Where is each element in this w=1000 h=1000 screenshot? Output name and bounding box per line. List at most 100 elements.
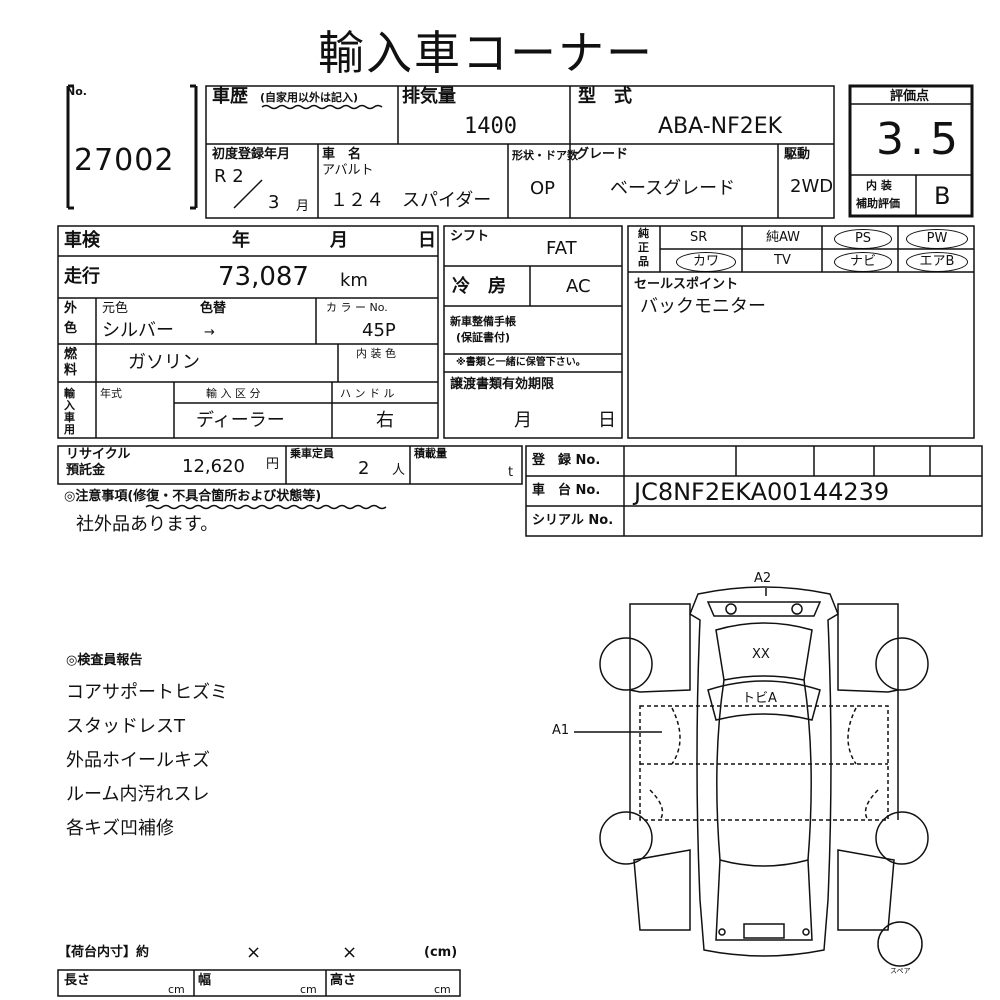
cargo-unit-label: (cm) — [424, 945, 458, 960]
recycle-value: 12,620 — [182, 456, 245, 477]
lot-no-label: No. — [66, 85, 87, 98]
exterior-arrow: → — [204, 325, 215, 340]
shift-label: シフト — [450, 229, 490, 244]
aircon-label: 冷 房 — [452, 276, 506, 297]
interior-label: 内 装 — [866, 179, 892, 192]
cargo-label: 【荷台内寸】約 — [58, 945, 150, 960]
manual-label: 新車整備手帳 — [450, 315, 516, 328]
cargo-height-label: 高さ — [330, 973, 357, 988]
first-reg-month: 3 — [268, 192, 280, 213]
equip-pw-circled: PW — [906, 229, 968, 249]
capacity-value: 2 — [358, 458, 370, 479]
history-label: 車歴 — [212, 86, 248, 107]
first-reg-label: 初度登録年月 — [212, 147, 291, 162]
mileage-label: 走行 — [64, 266, 100, 287]
manual-sub-label: (保証書付) — [456, 331, 511, 344]
color-no-value: 45P — [362, 320, 396, 341]
import-year-label: 年式 — [100, 387, 122, 400]
capacity-unit: 人 — [392, 463, 406, 478]
interior-color-label: 内 装 色 — [356, 347, 396, 360]
diagram-spare-label: スペア — [890, 967, 911, 975]
import-label: 輸入車用 — [64, 387, 75, 436]
chassis-label: 車 台 No. — [532, 483, 601, 498]
cargo-height-unit: cm — [434, 983, 451, 996]
sales-point-value: バックモニター — [640, 296, 766, 317]
diagram-a2-label: A2 — [754, 571, 772, 586]
transfer-day: 日 — [598, 410, 616, 431]
history-note: (自家用以外は記入) — [260, 91, 359, 104]
first-reg-month-unit: 月 — [296, 199, 310, 214]
recycle-label-1: リサイクル — [66, 447, 131, 462]
diagram-xx-label: XX — [752, 647, 770, 662]
shape-value: OP — [530, 178, 556, 199]
cargo-length-unit: cm — [168, 983, 185, 996]
equip-leather-circled: カワ — [676, 252, 736, 272]
transfer-month: 月 — [514, 410, 532, 431]
handle-label: ハ ン ド ル — [340, 387, 395, 400]
model-value: ABA-NF2EK — [658, 114, 783, 139]
equip-tv: TV — [774, 253, 791, 268]
cargo-length-label: 長さ — [64, 973, 91, 988]
shape-label: 形状・ドア数 — [512, 149, 578, 162]
cargo-times-2: × — [342, 942, 358, 963]
equipment-label-3: 品 — [638, 255, 649, 268]
handle-value: 右 — [376, 410, 394, 431]
grade-value: ベースグレード — [610, 178, 736, 199]
inspector-item: スタッドレスT — [66, 716, 185, 737]
capacity-label: 乗車定員 — [290, 447, 334, 460]
inspection-month: 月 — [330, 230, 348, 251]
mileage-unit: km — [340, 270, 368, 291]
inspection-label: 車検 — [64, 230, 100, 251]
inspector-item: コアサポートヒズミ — [66, 682, 228, 703]
import-class-label: 輸 入 区 分 — [206, 387, 261, 400]
equipment-label-2: 正 — [638, 241, 649, 254]
mileage-value: 73,087 — [218, 262, 309, 292]
first-reg-era: R 2 — [214, 166, 244, 187]
equip-alloy-wheel: 純AW — [766, 230, 801, 245]
exterior-repaint-label: 色替 — [200, 301, 227, 316]
inspector-item: ルーム内汚れスレ — [66, 784, 210, 805]
equip-airbag-circled: エアB — [906, 252, 968, 272]
inspection-day: 日 — [418, 230, 436, 251]
fuel-label-2: 料 — [64, 363, 78, 378]
serial-label: シリアル No. — [532, 513, 614, 528]
load-label: 積載量 — [414, 447, 447, 460]
cargo-times-1: × — [246, 942, 262, 963]
diagram-windshield-label: トビA — [742, 691, 777, 706]
diagram-a1-label: A1 — [552, 723, 570, 738]
exterior-orig-label: 元色 — [102, 301, 129, 316]
cargo-width-label: 幅 — [198, 973, 212, 988]
car-diagram — [574, 586, 929, 967]
registration-label: 登 録 No. — [532, 453, 601, 468]
exterior-label-1: 外 — [64, 301, 78, 316]
displacement-value: 1400 — [464, 114, 517, 139]
notes-value: 社外品あります。 — [76, 514, 219, 535]
inspector-item: 各キズ凹補修 — [66, 818, 174, 839]
score-value: 3.5 — [876, 114, 964, 165]
interior-score: B — [934, 182, 951, 210]
equip-sr: SR — [690, 230, 708, 245]
transfer-label: 譲渡書類有効期限 — [450, 377, 555, 392]
exterior-color-value: シルバー — [102, 320, 174, 341]
import-class-value: ディーラー — [196, 410, 285, 431]
car-name-label: 車 名 — [322, 147, 362, 162]
drive-label: 駆動 — [784, 147, 811, 162]
sales-point-label: セールスポイント — [634, 277, 739, 292]
page-title: 輸入車コーナー — [318, 26, 654, 80]
model-label: 型 式 — [578, 86, 632, 107]
recycle-label-2: 預託金 — [66, 463, 106, 478]
equip-navi-circled: ナビ — [834, 252, 892, 272]
fuel-value: ガソリン — [128, 352, 200, 373]
cargo-width-unit: cm — [300, 983, 317, 996]
manual-note: ※書類と一緒に保管下さい。 — [456, 357, 586, 368]
inspection-year: 年 — [232, 230, 250, 251]
car-name-value: １２４ スパイダー — [330, 190, 492, 211]
recycle-unit: 円 — [266, 457, 280, 472]
grade-label: グレード — [576, 147, 629, 162]
load-unit: t — [508, 465, 514, 480]
equip-ps-circled: PS — [834, 229, 892, 249]
exterior-label-2: 色 — [64, 321, 78, 336]
inspector-label: ◎検査員報告 — [66, 653, 143, 668]
notes-label: ◎注意事項(修復・不具合箇所および状態等) — [64, 489, 322, 504]
